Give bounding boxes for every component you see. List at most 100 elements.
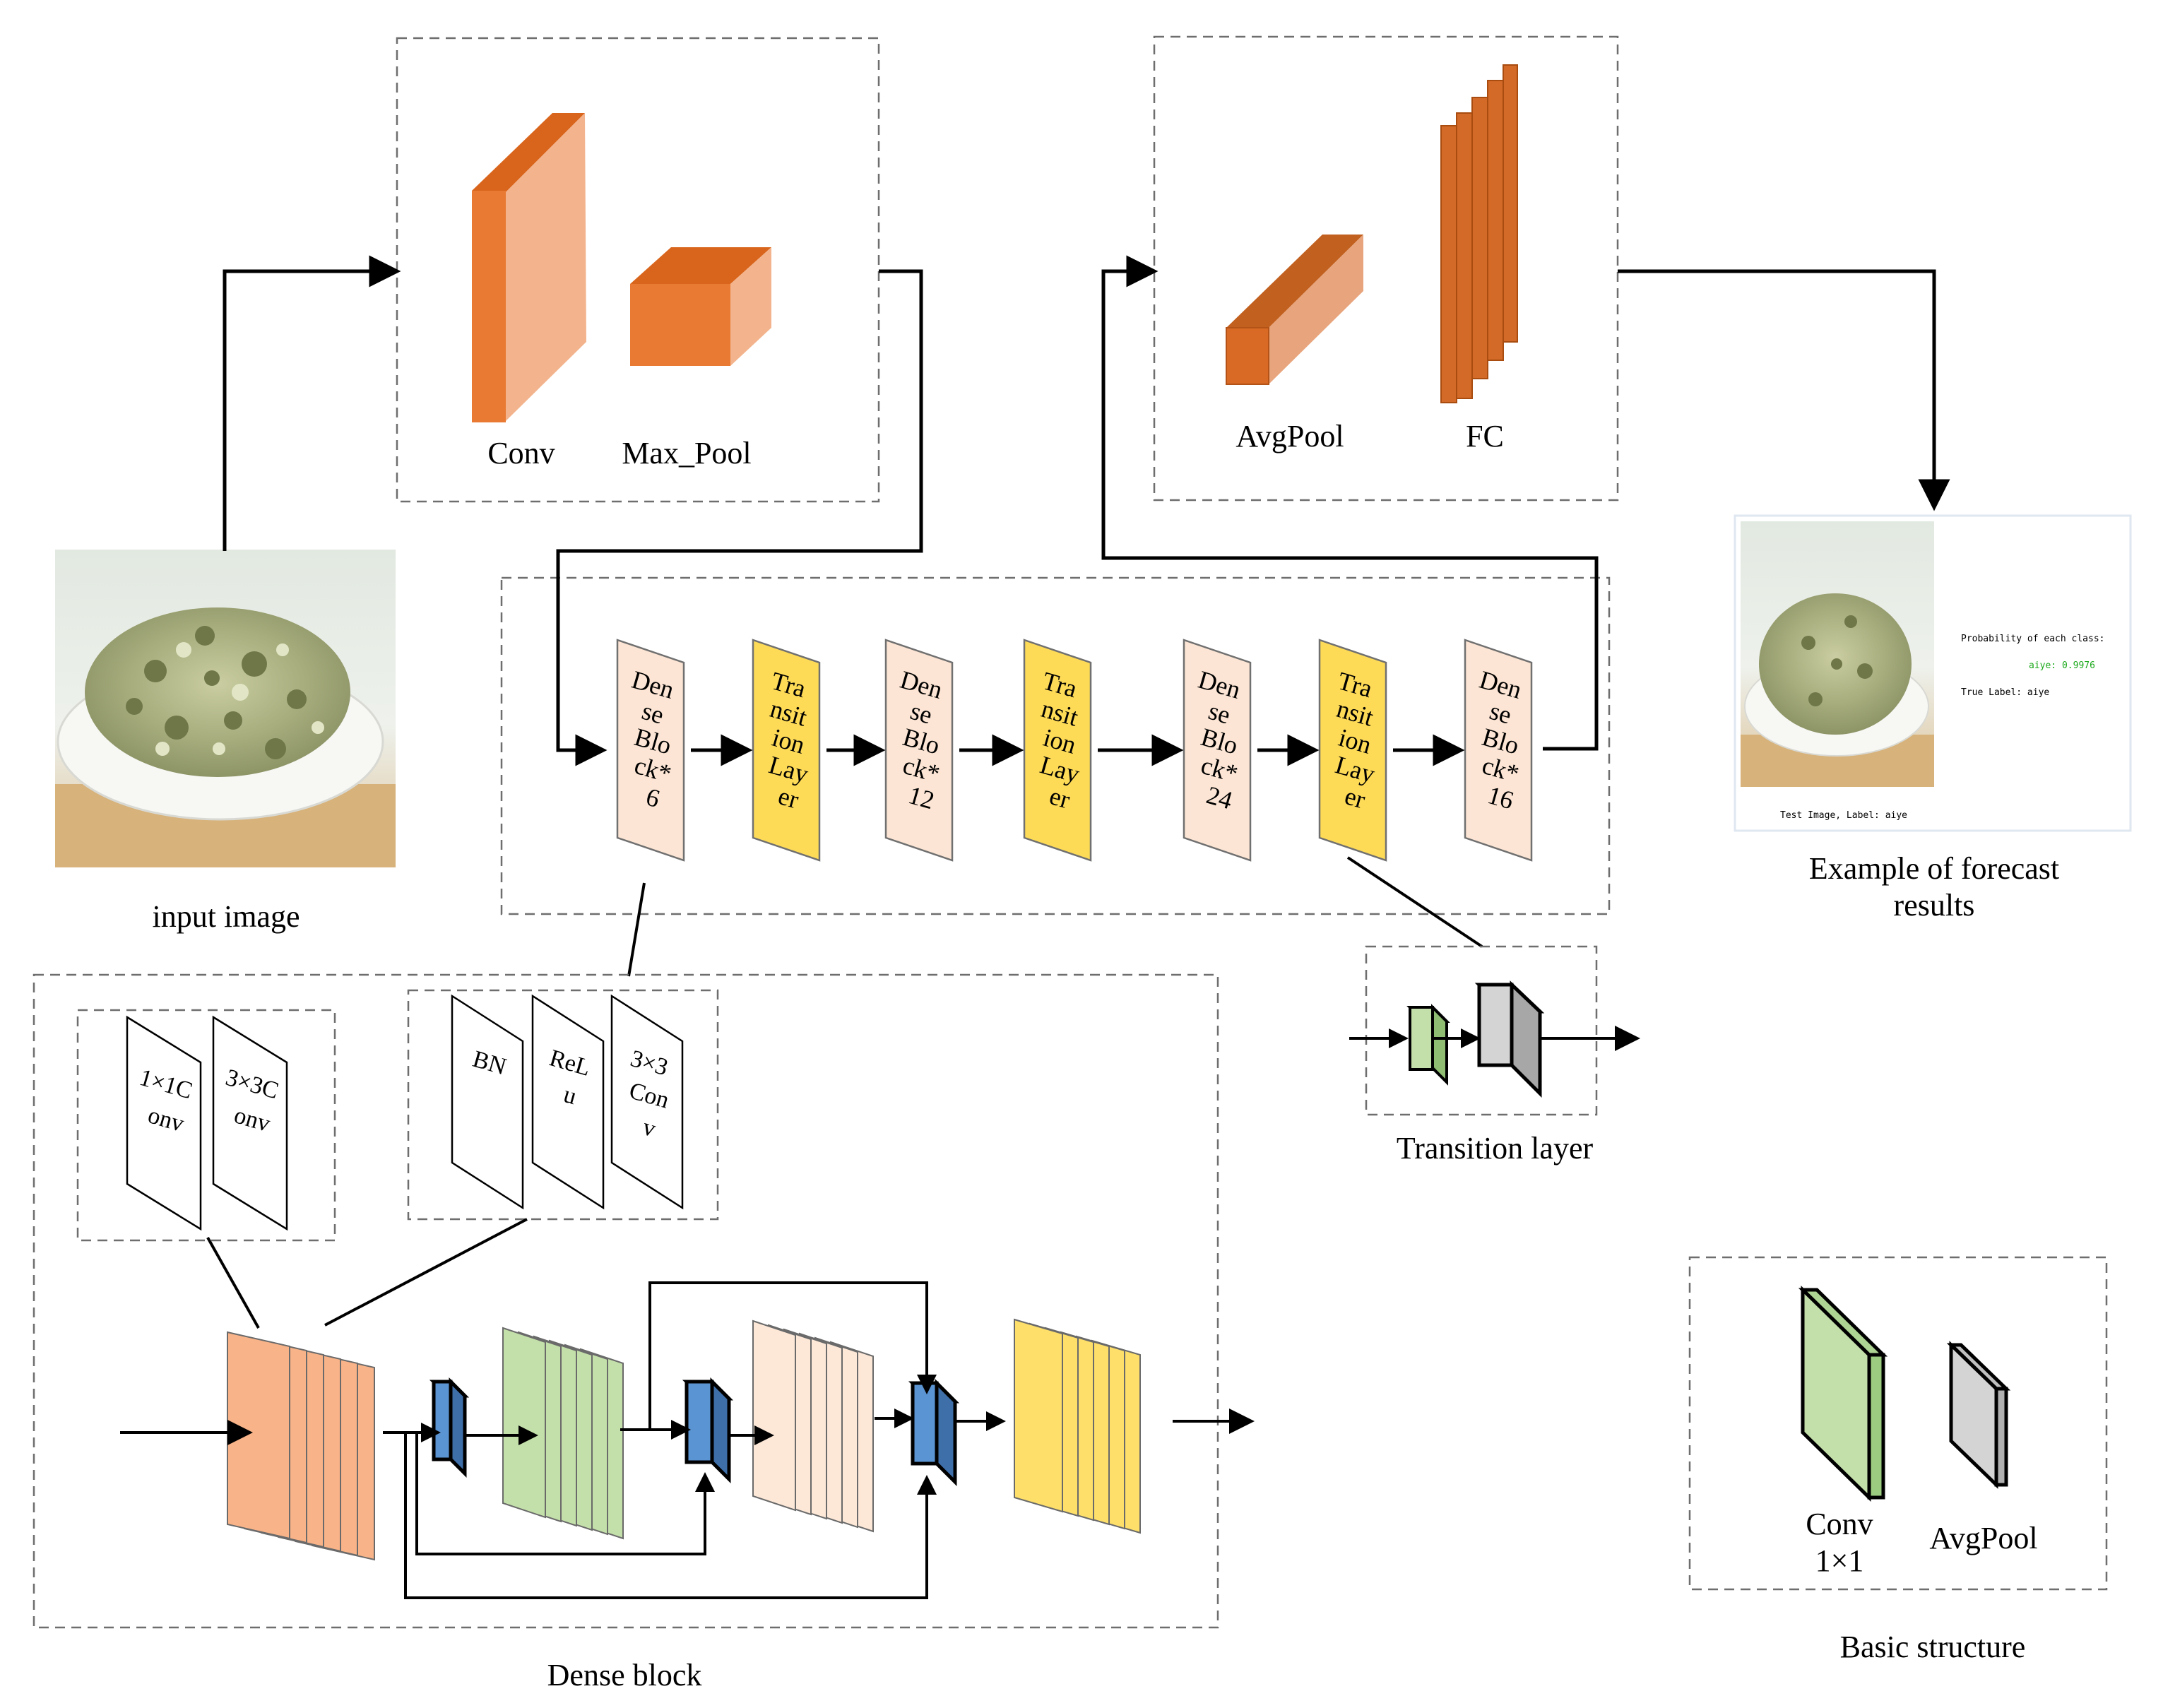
head-box: AvgPool FC [1153,35,1619,502]
transition-layer-detail [1349,945,1640,1116]
fc-sheet-0 [1440,125,1457,403]
stem-box: Conv Max_Pool [396,37,880,503]
forecast-label-line2: results [1894,888,1975,923]
peach-stack-sheet [752,1319,796,1512]
yellow-stack [1014,1318,1141,1534]
connector-conv-subbox [206,1237,260,1329]
conv-sheet-shape [212,1015,288,1231]
basic-structure-label: Basic structure [1840,1630,2026,1664]
maxpool-block [630,247,771,366]
conv-label: Conv [487,436,555,470]
pipeline-block-transition-shape [1318,639,1387,862]
blue-block-1 [429,1377,470,1478]
fc-sheet-2 [1471,97,1488,379]
transition-gray-block [1474,980,1545,1098]
avgpool-block-top [1226,235,1363,328]
fc-sheet-3 [1487,80,1504,361]
pipeline-block-transition-shape [1023,639,1092,862]
green-stack-sheet [502,1327,546,1519]
transition-dashed-frame [1365,945,1598,1116]
connector-bn-subbox [324,1218,528,1327]
blue-block-1-side [449,1377,467,1478]
dense-block-label: Dense block [547,1658,702,1692]
fc-block [1440,64,1518,403]
fc-label: FC [1466,419,1504,453]
maxpool-label: Max_Pool [622,436,751,470]
basic-avgpool-label: AvgPool [1929,1521,2037,1555]
bn-sheet-shape [451,994,524,1210]
bn-subbox-frame [407,989,719,1221]
dense-block-wires [120,1281,1255,1599]
conv-block [472,113,586,422]
dense-block-stacks [227,1318,1141,1561]
yellow-stack-sheet [1014,1318,1063,1513]
fc-sheet-4 [1503,64,1518,343]
wire-input-to-stem [223,255,401,551]
salmon-stack-sheet [227,1331,290,1540]
basic-conv-label-line1: Conv [1806,1507,1873,1541]
forecast-true-label: True Label: aiye [1961,687,2049,698]
dense-skip-top [648,1281,937,1430]
forecast-probability-value: aiye: 0.9976 [2029,660,2095,671]
blue-block-2-front [685,1380,714,1464]
bn-sheet: BN [451,994,524,1210]
pipeline: DenseBlock*6TransitionLayerDenseBlock*12… [616,639,1533,862]
avgpool-block [1226,235,1363,385]
basic-conv-label-line2: 1×1 [1815,1543,1864,1578]
input-image [55,550,396,867]
avgpool-block-front [1226,327,1269,385]
forecast-label-line1: Example of forecast [1809,851,2059,886]
forecast-result: Probability of each class: aiye: 0.9976 … [1734,514,2132,832]
blue-block-1-front [432,1380,453,1461]
input-image-herb-highlights [155,642,324,756]
bn-sheet-shape [610,994,684,1210]
maxpool-block-front [630,284,730,366]
blue-block-3-side [935,1378,957,1487]
head-dashed-frame [1153,35,1619,502]
pipeline-block-dense-shape [1464,639,1533,862]
pipeline-block-transition-shape [752,639,821,862]
conv-block-front [472,191,506,422]
connector-denseblock-zoom [627,882,646,977]
dense-block-dashed-frame [32,973,1219,1629]
blue-block-2-side [710,1377,731,1484]
transition-green-block [1406,1004,1450,1086]
pipeline-block-dense-shape [884,639,954,862]
forecast-test-caption: Test Image, Label: aiye [1780,810,1907,821]
basic-avgpool-block [1946,1341,2011,1489]
conv-block-side [506,113,586,421]
conv-sheet-shape [126,1015,202,1231]
bn-sheet-shape [531,994,605,1210]
pipeline-block-dense-shape [1183,639,1252,862]
wire-stem-to-pipeline [556,269,923,766]
input-image-label: input image [153,899,300,934]
wire-pipeline-to-head [1101,255,1599,751]
basic-structure-frame [1688,1256,2108,1591]
avgpool-block-side [1269,235,1363,384]
dense-skip-bottom-inner [415,1433,715,1555]
fc-sheet-1 [1456,112,1473,399]
wire-head-to-result [1618,269,1950,511]
forecast-probability-title: Probability of each class: [1961,634,2105,644]
blue-block-3-front [911,1381,939,1466]
input-image-herb-texture [126,626,307,759]
conv-subbox-frame [76,1009,336,1242]
blue-block-2 [682,1377,734,1484]
basic-conv-block [1798,1286,1888,1502]
forecast-image-herb-texture [1801,615,1873,706]
blue-block-3 [908,1378,960,1487]
conv-block-top [472,113,585,192]
pipeline-dashed-frame [500,576,1611,915]
